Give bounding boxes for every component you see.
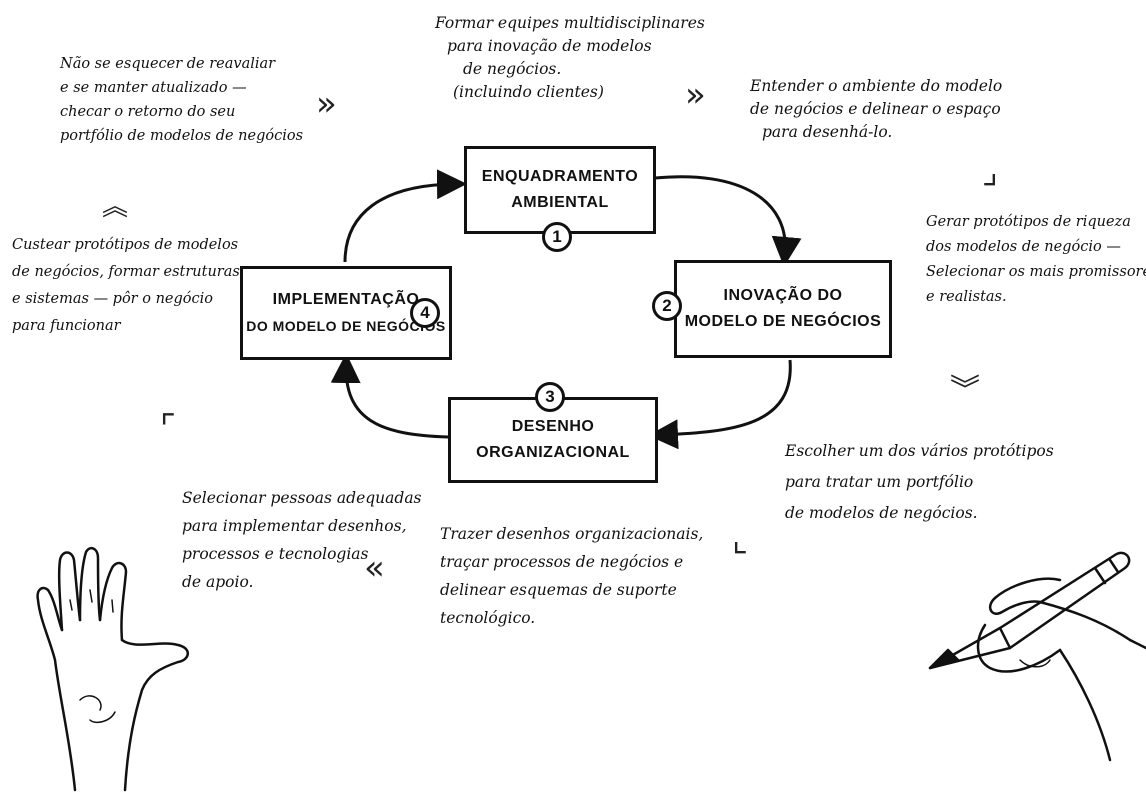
note-line: Gerar protótipos de riqueza [926, 214, 1131, 230]
note-line: para inovação de modelos [447, 37, 652, 55]
note-line: Trazer desenhos organizacionais, [440, 525, 704, 543]
stage-3-badge: 3 [535, 382, 565, 412]
note-line: portfólio de modelos de negócios [60, 128, 304, 144]
stage-1-title-line1: ENQUADRAMENTO [481, 168, 639, 185]
stage-3-title-line2: ORGANIZACIONAL [476, 444, 630, 461]
arrow-4-to-1 [343, 169, 467, 263]
note-line: Custear protótipos de modelos [12, 237, 239, 253]
chevron-up-icon: ︽ [102, 192, 129, 222]
note-line: de modelos de negócios. [785, 504, 978, 522]
hand-holding-pen-right [928, 551, 1146, 762]
note-line: de negócios. [463, 60, 562, 78]
note-line: Escolher um dos vários protótipos [785, 442, 1054, 460]
note-line: para implementar desenhos, [182, 517, 407, 535]
stage-4-badge: 4 [410, 298, 440, 328]
note-bottom-center: Trazer desenhos organizacionais, traçar … [440, 520, 703, 632]
note-line: e realistas. [926, 289, 1007, 305]
chevron-right-icon: » [685, 75, 706, 115]
chevron-down-icon: ︾ [950, 373, 980, 408]
note-line: e sistemas — pôr o negócio [12, 291, 213, 307]
note-line: para desenhá-lo. [762, 123, 893, 141]
note-line: de negócios, formar estruturas [12, 264, 240, 280]
chevron-down-right-icon: ⌟ [982, 152, 998, 192]
note-line: processos e tecnologias [182, 545, 369, 563]
hand-drawing-left [36, 546, 189, 792]
stage-2-badge: 2 [652, 291, 682, 321]
arrow-1-to-2 [654, 175, 802, 267]
note-line: dos modelos de negócio — [926, 239, 1121, 255]
note-top-left: Não se esquecer de reavaliar e se manter… [60, 52, 303, 148]
stage-4-title-line2: DO MODELO DE NEGÓCIOS [246, 318, 446, 334]
note-line: e se manter atualizado — [60, 80, 247, 96]
note-bottom-right: Escolher um dos vários protótipos para t… [785, 436, 1054, 529]
stage-2-title-line2: MODELO DE NEGÓCIOS [684, 313, 882, 330]
note-line: Selecionar os mais promissores [926, 264, 1146, 280]
note-line: tecnológico. [440, 609, 536, 627]
stage-3-box: DESENHO ORGANIZACIONAL [448, 397, 658, 483]
note-line: traçar processos de negócios e [440, 553, 684, 571]
note-line: de apoio. [182, 573, 254, 591]
note-line: checar o retorno do seu [60, 104, 236, 120]
stage-1-badge: 1 [542, 222, 572, 252]
note-line: delinear esquemas de suporte [440, 581, 677, 599]
stage-1-title-line2: AMBIENTAL [511, 194, 609, 211]
chevron-up-left-icon: ⌜ [160, 408, 176, 448]
note-line: Formar equipes multidisciplinares [435, 14, 705, 32]
note-line: Não se esquecer de reavaliar [60, 56, 276, 72]
arrow-3-to-4 [330, 353, 449, 439]
note-right: Gerar protótipos de riqueza dos modelos … [926, 210, 1146, 310]
stage-2-title-line1: INOVAÇÃO DO [723, 287, 843, 304]
chevron-left-icon: « [364, 548, 385, 588]
note-top-center: Formar equipes multidisciplinares para i… [435, 12, 705, 104]
stage-2-box: INOVAÇÃO DO MODELO DE NEGÓCIOS [674, 260, 892, 358]
note-line: para funcionar [12, 318, 121, 334]
note-left: Custear protótipos de modelos de negócio… [12, 232, 240, 340]
chevron-right-icon: » [316, 84, 337, 124]
note-line: Selecionar pessoas adequadas [182, 489, 422, 507]
note-line: (incluindo clientes) [453, 83, 604, 101]
note-line: Entender o ambiente do modelo [750, 77, 1003, 95]
stage-1-box: ENQUADRAMENTO AMBIENTAL [464, 146, 656, 234]
arrow-2-to-3 [648, 359, 792, 450]
stage-3-title-line1: DESENHO [511, 418, 595, 435]
note-line: de negócios e delinear o espaço [750, 100, 1001, 118]
note-bottom-left: Selecionar pessoas adequadas para implem… [182, 484, 422, 596]
note-top-right: Entender o ambiente do modelo de negócio… [750, 75, 1002, 144]
note-line: para tratar um portfólio [785, 473, 974, 491]
stage-4-title-line1: IMPLEMENTAÇÃO [272, 291, 420, 308]
chevron-down-left-icon: ⌞ [732, 520, 748, 560]
